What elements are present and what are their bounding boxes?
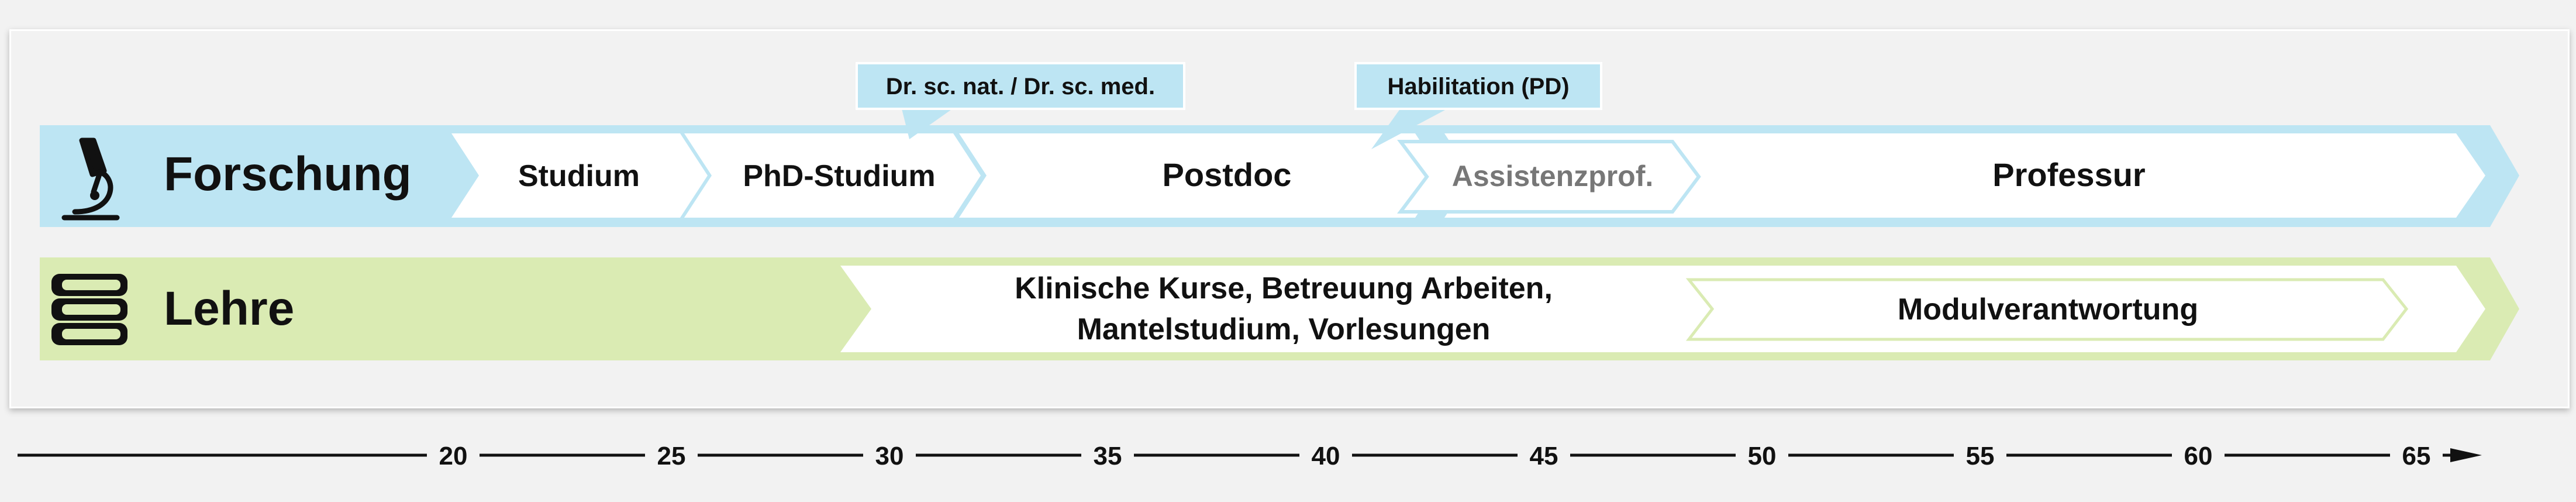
teaching-row-label: Lehre [164, 282, 294, 335]
stage-assistenzprof [1397, 140, 1701, 214]
timeline-tick-label: 50 [1748, 442, 1777, 470]
stage-phd [684, 133, 981, 218]
stage-studium [451, 133, 708, 218]
timeline-tick-label: 40 [1312, 442, 1340, 470]
stage-postdoc-label: Postdoc [1163, 156, 1292, 193]
timeline-tick-label: 35 [1094, 442, 1122, 470]
stage-modulverantwortung [1685, 278, 2409, 341]
callout-doctorate: Dr. sc. nat. / Dr. sc. med. [856, 62, 1185, 139]
research-label-box [42, 130, 451, 222]
timeline-arrowhead [2450, 448, 2482, 462]
stage-clinical-line1: Klinische Kurse, Betreuung Arbeiten, [1015, 271, 1553, 305]
timeline-tick-label: 55 [1966, 442, 1995, 470]
research-row: Forschung Studium PhD-Studium Postdoc Pr… [40, 125, 2519, 227]
timeline-tick-label: 25 [657, 442, 686, 470]
teaching-label-box [42, 262, 840, 356]
timeline-tick-label: 60 [2184, 442, 2213, 470]
stage-postdoc [959, 133, 1443, 218]
stage-studium-label: Studium [518, 159, 640, 193]
microscope-icon [61, 137, 120, 221]
stage-professur [1444, 133, 2485, 218]
callout-habilitation: Habilitation (PD) [1354, 62, 1602, 149]
teaching-row: Lehre Klinische Kurse, Betreuung Arbeite… [40, 257, 2519, 360]
timeline-tick-label: 30 [875, 442, 904, 470]
timeline-tick-label: 65 [2402, 442, 2431, 470]
timeline-axis: 20 25 30 35 40 45 50 55 60 65 [18, 442, 2453, 470]
research-row-label: Forschung [164, 147, 412, 201]
stage-professur-label: Professur [1992, 156, 2145, 193]
stage-phd-label: PhD-Studium [743, 159, 935, 193]
callout-habilitation-label: Habilitation (PD) [1387, 74, 1569, 99]
stage-modulverantwortung-label: Modulverantwortung [1898, 293, 2198, 326]
callout-doctorate-label: Dr. sc. nat. / Dr. sc. med. [886, 74, 1155, 99]
timeline-tick-label: 20 [439, 442, 468, 470]
books-icon [51, 274, 127, 345]
stage-clinical-line2: Mantelstudium, Vorlesungen [1077, 312, 1491, 346]
stage-assistenzprof-label: Assistenzprof. [1452, 160, 1654, 192]
timeline-tick-label: 45 [1530, 442, 1558, 470]
